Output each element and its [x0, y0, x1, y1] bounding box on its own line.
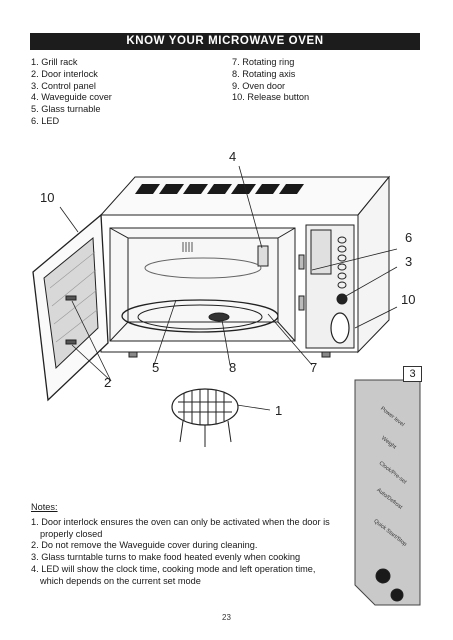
parts-list-right: 7. Rotating ring 8. Rotating axis 9. Ove… [232, 57, 412, 104]
parts-list-item: 4. Waveguide cover [31, 92, 112, 103]
callout-7: 7 [310, 360, 318, 375]
parts-list-item: 8. Rotating axis [232, 68, 296, 79]
release-button [330, 312, 350, 344]
callout-4: 4 [229, 149, 237, 164]
note-item-continuation: which depends on the current set mode [40, 575, 201, 586]
parts-list-item: 1. Grill rack [31, 57, 78, 67]
glass-turntable [121, 299, 279, 333]
rotating-ring [137, 304, 263, 330]
parts-list-item: 9. Oven door [232, 80, 286, 91]
control-panel-detail [354, 379, 421, 606]
callout-10: 10 [401, 292, 416, 307]
cavity-vents [182, 242, 193, 252]
callout-2: 2 [104, 375, 112, 390]
callout-8: 8 [229, 360, 237, 375]
rotating-axis [208, 312, 230, 322]
note-item: 3. Glass turntable turns to make food he… [31, 552, 301, 563]
knob-buttons [336, 236, 348, 305]
parts-list-item: 7. Rotating ring [232, 57, 295, 67]
notes-list: 1. Door interlock ensures the oven can o… [31, 517, 351, 588]
interlock-slot [298, 254, 305, 270]
notes-heading: Notes: [31, 502, 58, 512]
parts-list-item: 3. Control panel [31, 80, 96, 91]
note-item: 4. LED will show the clock time, cooking… [31, 563, 316, 574]
door-latch [65, 339, 77, 345]
note-item: 1. Door interlock ensures the oven can o… [31, 516, 330, 527]
top-vents [135, 184, 304, 194]
parts-list-item: 5. Glass turnable [31, 104, 101, 115]
door-latch [65, 295, 77, 301]
parts-list-item: 10. Release button [232, 92, 310, 103]
callout-5: 5 [152, 360, 160, 375]
callout-1: 1 [275, 403, 283, 418]
parts-list-item: 2. Door interlock [31, 68, 98, 79]
cabinet-top [99, 176, 391, 216]
callout-10: 10 [40, 190, 55, 205]
control-panel-label: 3 [403, 366, 422, 382]
led-display [310, 229, 332, 275]
door-window [43, 236, 99, 370]
section-title-banner: KNOW YOUR MICROWAVE OVEN [30, 33, 420, 50]
grill-rack [171, 388, 239, 447]
callout-3: 3 [405, 254, 413, 269]
waveguide-cover [257, 245, 269, 267]
note-item: 2. Do not remove the Waveguide cover dur… [31, 540, 258, 551]
page-number: 23 [222, 613, 231, 622]
notes-section: Notes: 1. Door interlock ensures the ove… [31, 502, 351, 588]
parts-list-left: 1. Grill rack 2. Door interlock 3. Contr… [31, 57, 211, 128]
parts-list-item: 6. LED [31, 115, 60, 126]
note-item-continuation: properly closed [40, 528, 103, 539]
interlock-slot [298, 295, 305, 311]
callout-6: 6 [405, 230, 413, 245]
section-title: KNOW YOUR MICROWAVE OVEN [126, 35, 324, 47]
